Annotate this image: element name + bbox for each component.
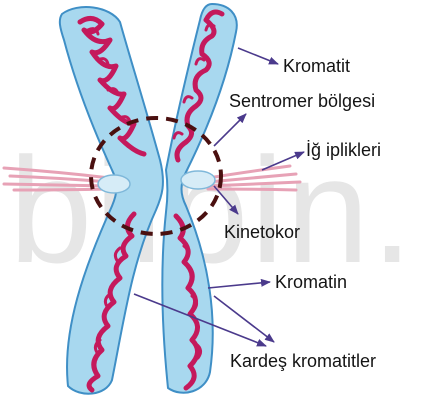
arrow-kromatit [238,48,278,64]
arrow-kromatin [208,282,270,288]
kinetochore-right [181,171,215,189]
arrow-kardes-right [214,296,274,342]
kinetochore-left [98,175,130,193]
arrow-sentromer [214,114,246,146]
label-kromatit: Kromatit [283,56,350,76]
label-kardes-kromatitler: Kardeş kromatitler [230,351,376,371]
label-kromatin: Kromatin [275,272,347,292]
label-kinetokor: Kinetokor [224,222,300,242]
label-ig-iplikleri: İğ iplikleri [306,140,381,160]
label-sentromer-bolgesi: Sentromer bölgesi [229,91,375,111]
